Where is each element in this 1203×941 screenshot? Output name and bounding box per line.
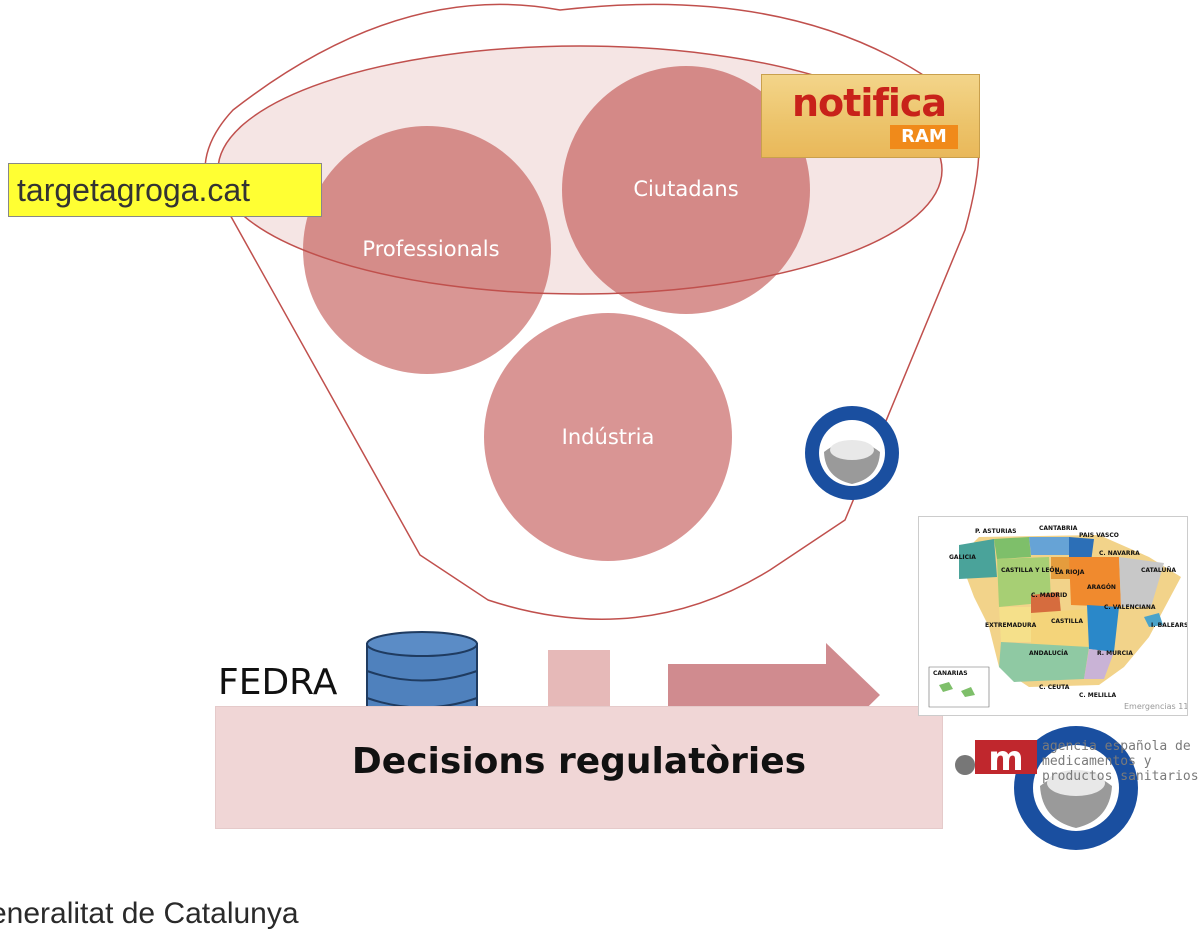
aemps-line-1: agencia española de [1042,739,1191,754]
svg-text:ARAGÓN: ARAGÓN [1087,584,1116,591]
notifica-ram-logo: notifica RAM [761,74,980,158]
svg-text:PAIS VASCO: PAIS VASCO [1079,532,1119,539]
ema-logo-bottom-icon [1014,726,1138,850]
aemps-logo-icon: m [955,739,1037,779]
svg-text:CATALUÑA: CATALUÑA [1141,567,1176,574]
svg-text:C. VALENCIANA: C. VALENCIANA [1104,604,1156,611]
svg-text:LA RIOJA: LA RIOJA [1055,569,1085,576]
fedra-label: FEDRA [218,662,338,703]
circle-label-ciutadans: Ciutadans [633,177,738,201]
svg-text:CANARIAS: CANARIAS [933,670,968,677]
svg-text:CASTILLA: CASTILLA [1051,618,1083,625]
footer-institution: eneralitat de Catalunya [0,897,299,930]
svg-text:CASTILLA Y LEÓN: CASTILLA Y LEÓN [1001,567,1060,574]
spain-map: P. ASTURIAS CANTABRIA PAIS VASCO C. NAVA… [918,516,1194,716]
svg-text:GALICIA: GALICIA [949,554,976,561]
svg-text:C. MELILLA: C. MELILLA [1079,692,1117,699]
svg-text:I. BALEARS: I. BALEARS [1151,622,1187,629]
circle-label-industria: Indústria [562,425,655,449]
svg-text:ANDALUCÍA: ANDALUCÍA [1029,649,1068,657]
aemps-logo-text: agencia española de medicamentos y produ… [1042,739,1199,784]
svg-text:m: m [988,739,1023,779]
targetagroga-logo: targetagroga.cat [8,163,322,217]
notifica-ram-label: RAM [890,125,958,149]
circle-ciutadans [562,66,810,314]
decision-label: Decisions regulatòries [351,741,807,782]
svg-text:Emergencias 112: Emergencias 112 [1124,702,1187,711]
ema-logo-icon [805,406,899,500]
svg-text:R. MURCIA: R. MURCIA [1097,650,1133,657]
svg-text:C. MADRID: C. MADRID [1031,592,1067,599]
svg-text:C. NAVARRA: C. NAVARRA [1099,550,1140,557]
aemps-line-3: productos sanitarios [1042,769,1199,784]
spain-map-image: P. ASTURIAS CANTABRIA PAIS VASCO C. NAVA… [928,525,1194,711]
notifica-word: notifica [792,81,947,125]
svg-text:P. ASTURIAS: P. ASTURIAS [975,528,1016,535]
circle-professionals [303,126,551,374]
svg-text:CANTABRIA: CANTABRIA [1039,525,1078,532]
decision-box: Decisions regulatòries [215,706,943,829]
circle-label-professionals: Professionals [362,237,499,261]
svg-text:EXTREMADURA: EXTREMADURA [985,622,1037,629]
circle-industria [484,313,732,561]
svg-text:C. CEUTA: C. CEUTA [1039,684,1070,691]
aemps-line-2: medicamentos y [1042,754,1152,769]
